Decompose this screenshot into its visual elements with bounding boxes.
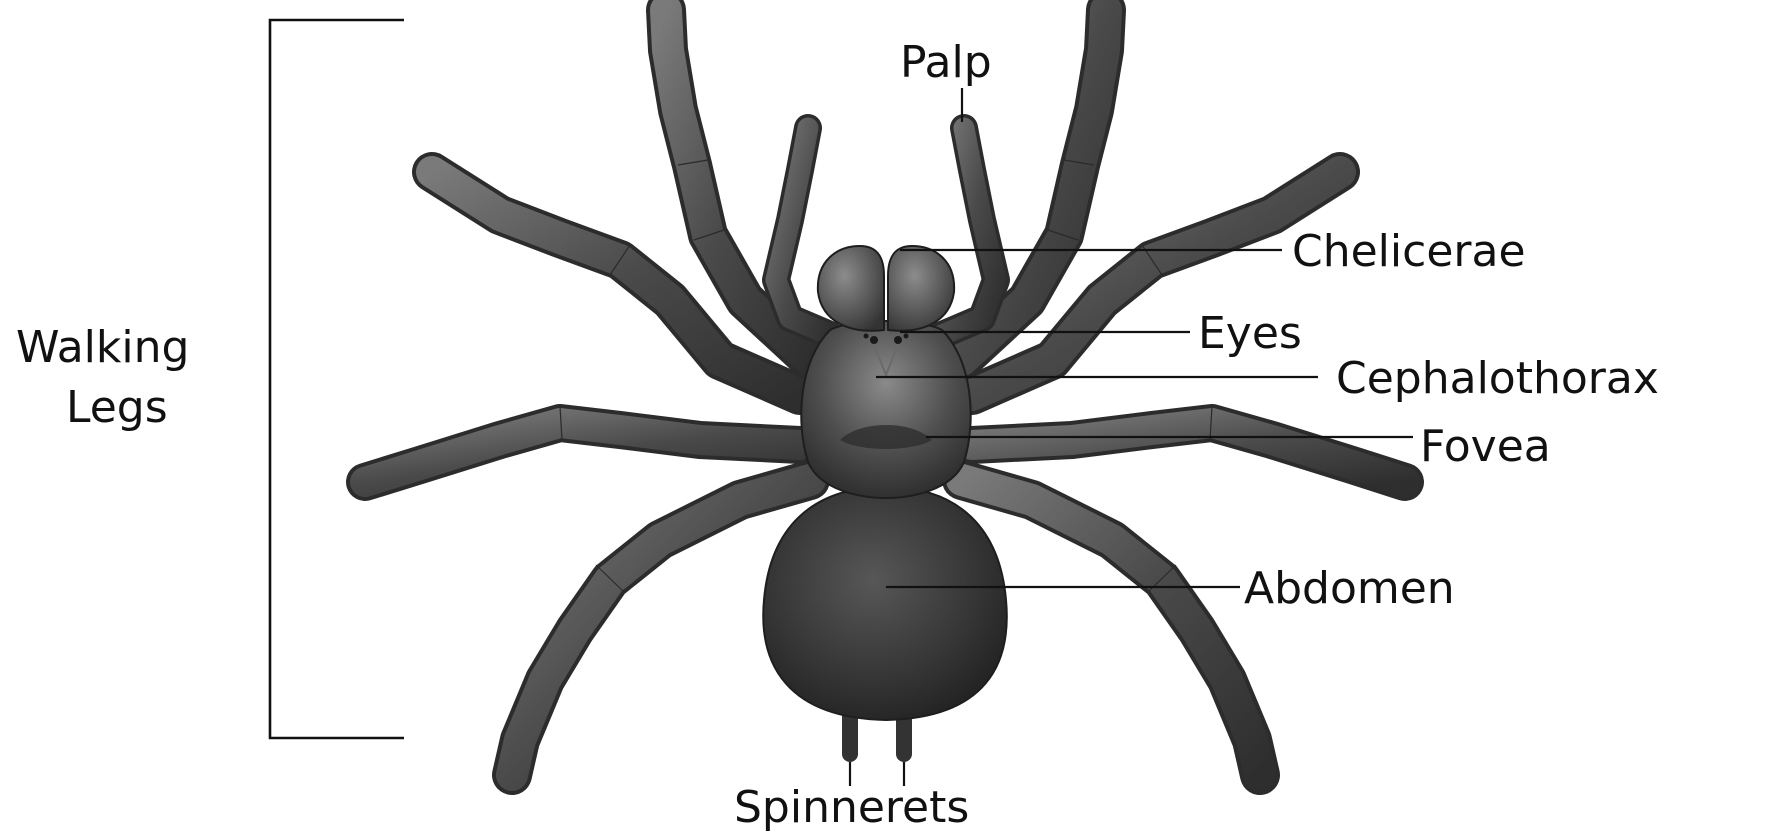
leg-3-left xyxy=(365,423,800,482)
walking-legs-label-line2: Legs xyxy=(66,382,168,433)
abdomen-label: Abdomen xyxy=(1244,563,1455,614)
walking-legs-label-line1: Walking xyxy=(16,322,189,373)
chelicerae-label: Chelicerae xyxy=(1292,226,1526,277)
spider-illustration xyxy=(365,10,1405,775)
cephalothorax xyxy=(801,321,970,498)
leg-3-right xyxy=(972,423,1405,482)
abdomen xyxy=(763,487,1007,720)
cephalothorax-label: Cephalothorax xyxy=(1336,353,1659,404)
spinnerets-label: Spinnerets xyxy=(734,782,969,833)
walking-legs-bracket xyxy=(270,20,404,738)
palp-label: Palp xyxy=(900,37,992,88)
chelicerae xyxy=(818,246,954,331)
eyes-label: Eyes xyxy=(1198,308,1302,359)
fovea-label: Fovea xyxy=(1420,421,1551,472)
